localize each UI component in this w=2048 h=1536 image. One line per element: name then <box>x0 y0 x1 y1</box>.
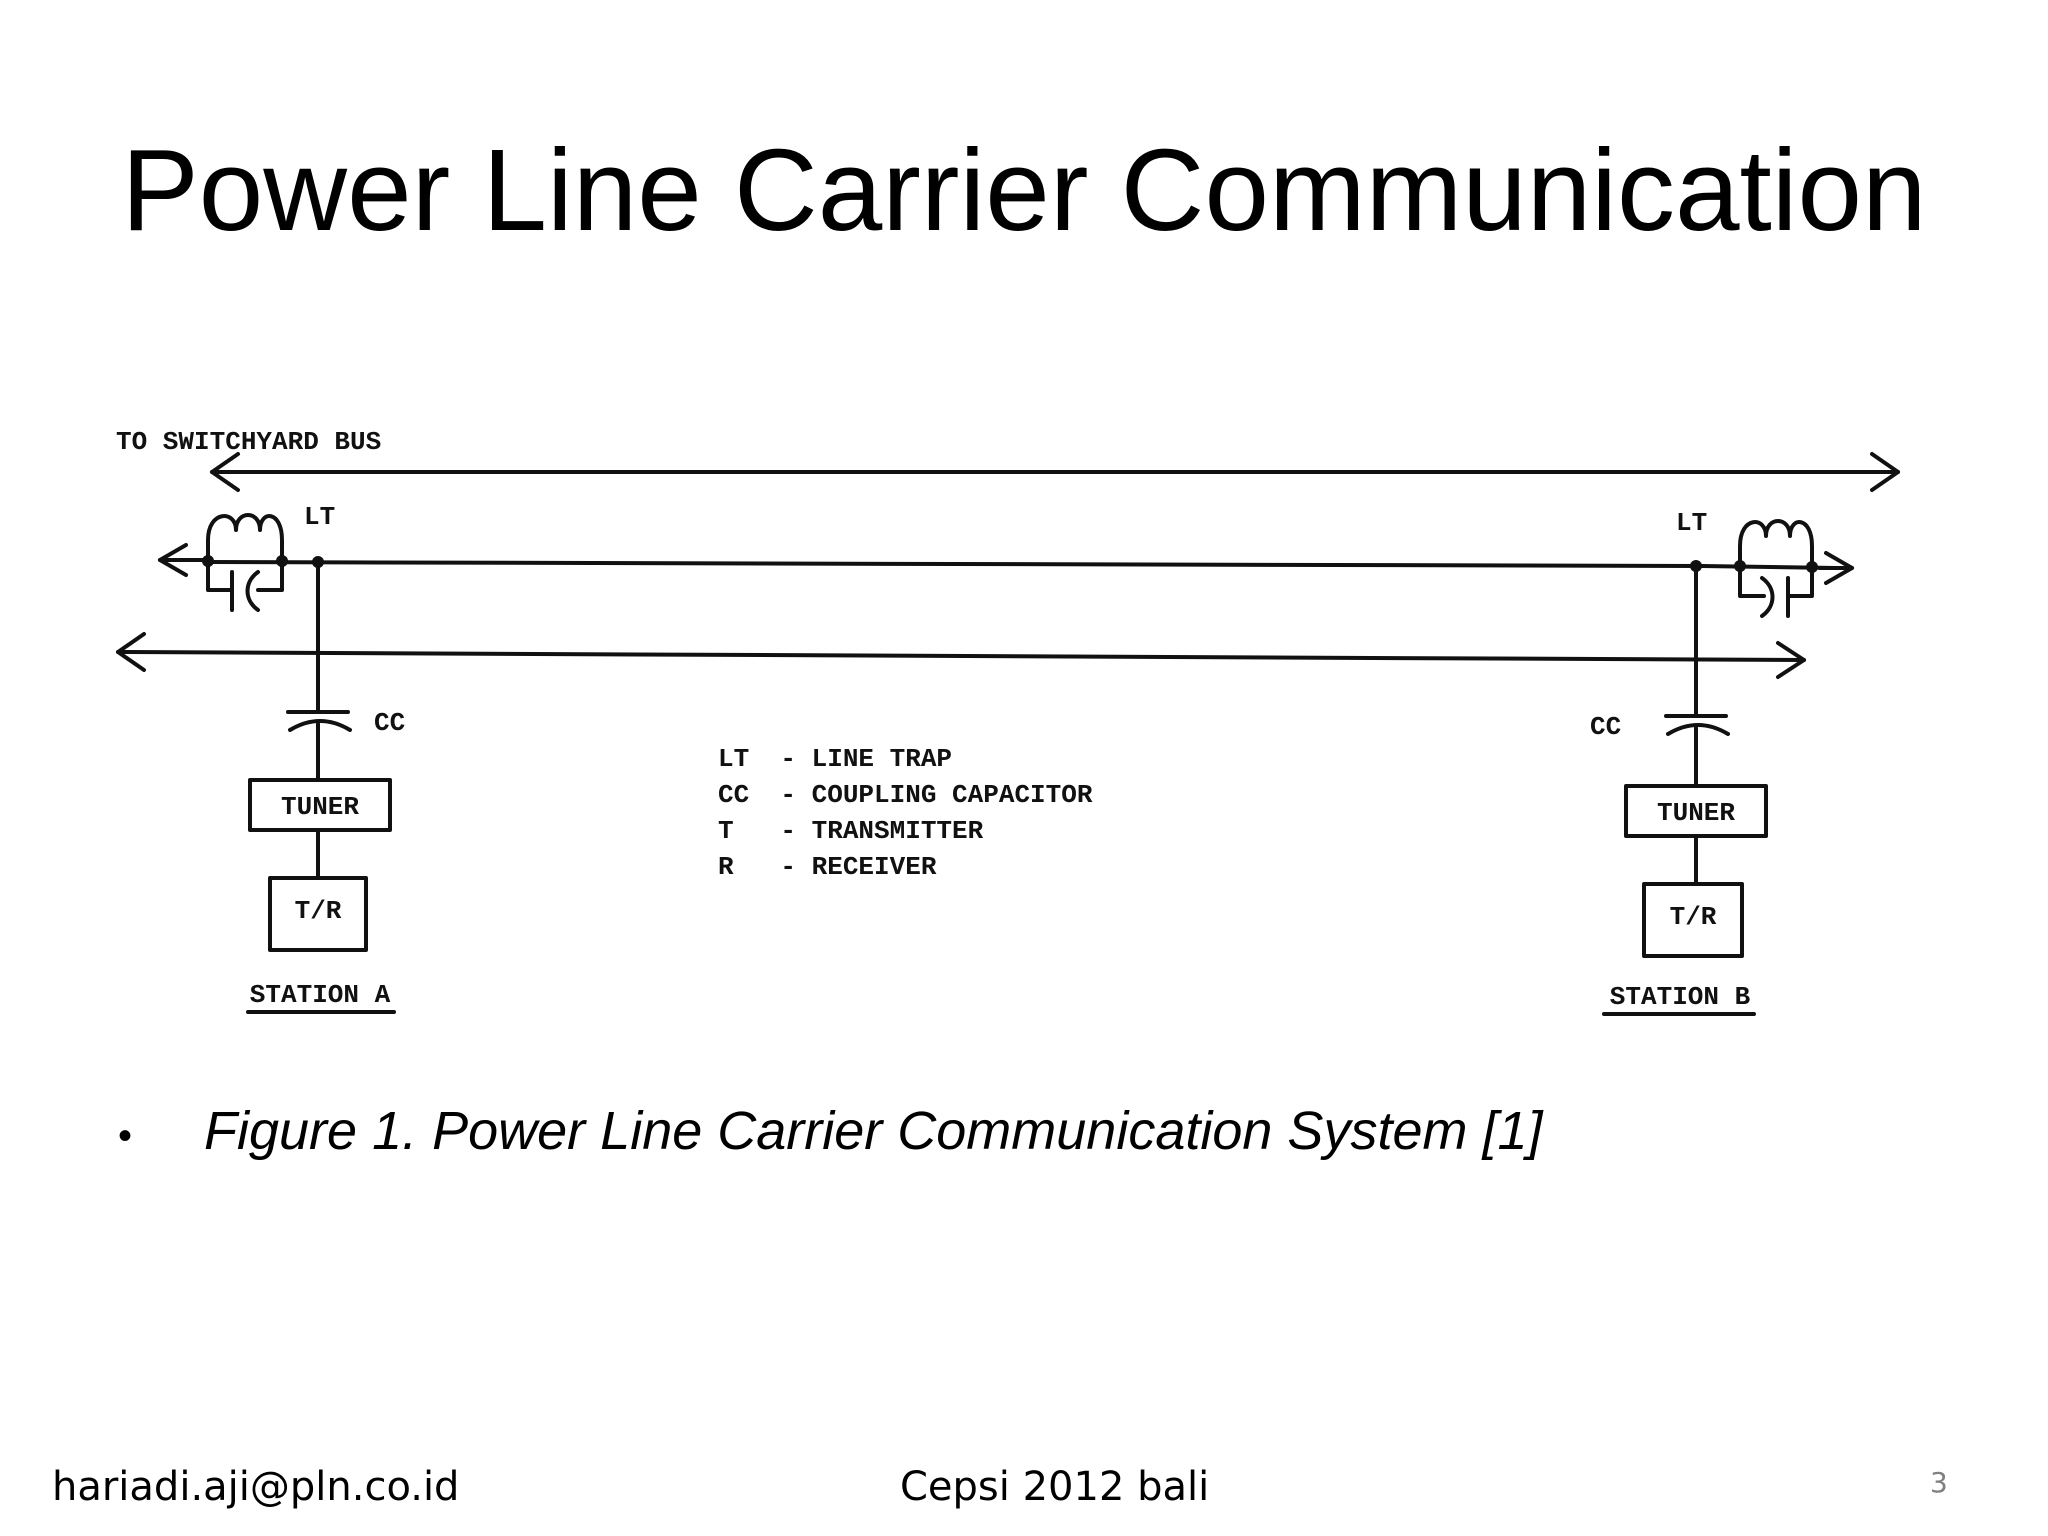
legend-item: CC - COUPLING CAPACITOR <box>718 780 1093 810</box>
page-number: 3 <box>1930 1466 1948 1499</box>
station-a-label: STATION A <box>250 980 391 1010</box>
lt-label-b: LT <box>1676 508 1707 538</box>
figure-caption: Figure 1. Power Line Carrier Communicati… <box>204 1101 1543 1161</box>
power-line-conductor <box>158 543 1854 585</box>
legend-item: T - TRANSMITTER <box>718 816 984 846</box>
tuner-label-a: TUNER <box>281 792 359 822</box>
switchyard-bus-line <box>210 452 1900 492</box>
footer-email: hariadi.aji@pln.co.id <box>52 1464 460 1510</box>
bullet-icon: • <box>118 1114 133 1158</box>
tr-label-b: T/R <box>1670 902 1717 932</box>
footer-event: Cepsi 2012 bali <box>900 1464 1210 1510</box>
line-trap-b <box>1738 519 1814 618</box>
bus-label: TO SWITCHYARD BUS <box>116 427 381 457</box>
diagram-legend: LT - LINE TRAP CC - COUPLING CAPACITOR T… <box>718 744 1093 882</box>
figure-caption-bullet: • Figure 1. Power Line Carrier Communica… <box>118 1100 1543 1162</box>
lt-label-a: LT <box>304 502 335 532</box>
tr-label-a: T/R <box>295 896 342 926</box>
tuner-label-b: TUNER <box>1657 798 1735 828</box>
return-line <box>116 632 1806 679</box>
cc-label-b: CC <box>1590 712 1621 742</box>
legend-item: LT - LINE TRAP <box>718 744 952 774</box>
legend-item: R - RECEIVER <box>718 852 937 882</box>
junction-dots <box>202 555 1818 573</box>
line-trap-a <box>206 513 284 612</box>
slide-title: Power Line Carrier Communication <box>121 125 1927 255</box>
station-b-label: STATION B <box>1610 982 1751 1012</box>
cc-label-a: CC <box>374 708 405 738</box>
coupling-chain-a <box>246 560 396 1014</box>
coupling-chain-b <box>1602 564 1768 1016</box>
